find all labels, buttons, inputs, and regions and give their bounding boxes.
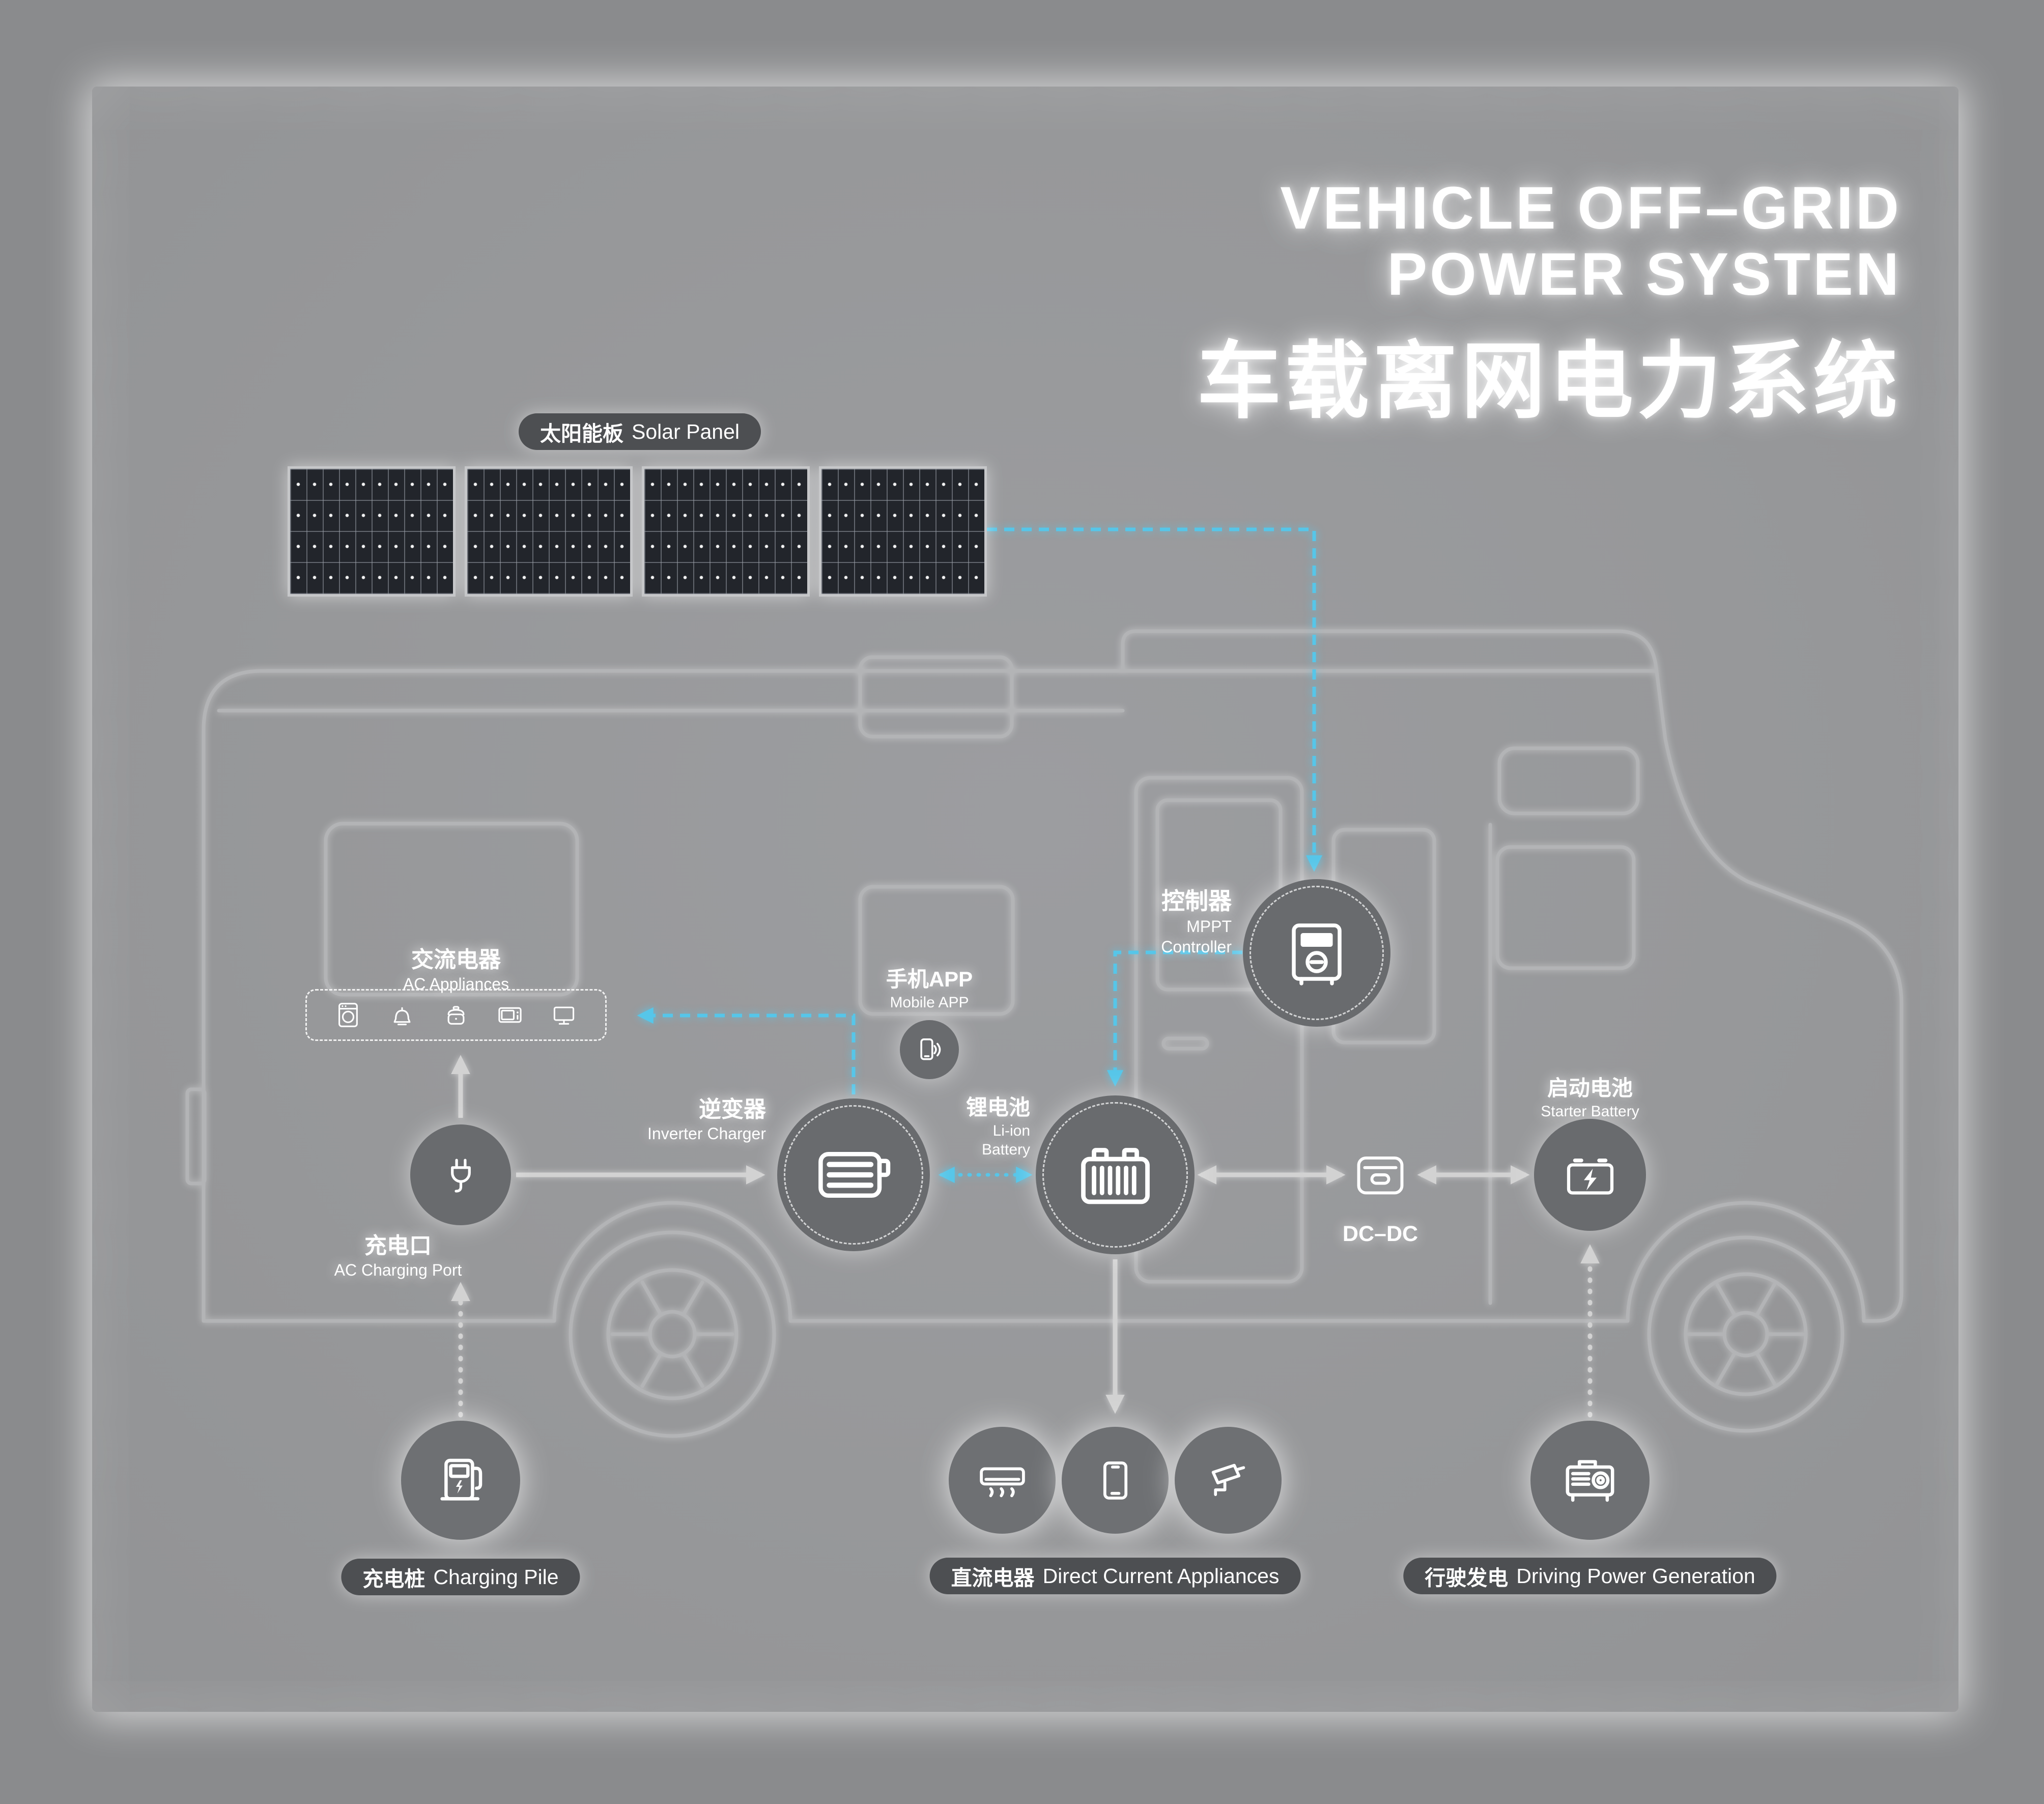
title-line-3: 车载离网电力系统 [1197, 334, 1901, 428]
charge-controller-icon [1292, 923, 1342, 985]
generator-icon [1566, 1460, 1614, 1502]
dc-dc-label: DC–DC [1342, 1222, 1418, 1246]
air-conditioner-icon [979, 1467, 1025, 1497]
inverter-label: 逆变器 Inverter Charger [647, 1097, 766, 1143]
solar-panel [465, 466, 633, 597]
mobile-app-node [900, 1020, 959, 1079]
ac-appliances-label: 交流电器 AC Appliances [403, 947, 509, 993]
charging-pile-label: 充电桩 Charging Pile [341, 1559, 580, 1595]
inverter-icon [818, 1151, 891, 1198]
rv-window-left [324, 822, 579, 997]
starter-battery-label: 启动电池 Starter Battery [1541, 1076, 1639, 1120]
microwave-icon [498, 1007, 522, 1023]
solar-panel-label-en: Solar Panel [632, 419, 740, 443]
rv-rear-step [185, 1087, 207, 1186]
solar-panel [288, 466, 456, 597]
solar-panel [819, 466, 987, 597]
driving-generation-node [1530, 1421, 1650, 1540]
rear-wheel-rim [606, 1268, 739, 1400]
rv-cab-upper-window [1497, 746, 1640, 815]
rice-cooker-icon [447, 1006, 465, 1025]
page-title: VEHICLE OFF–GRID POWER SYSTEN 车载离网电力系统 [1197, 175, 1901, 435]
dc-appliances-label: 直流电器 Direct Current Appliances [929, 1558, 1301, 1594]
rv-roof-vent [858, 655, 1014, 739]
charging-port-label: 充电口 AC Charging Port [334, 1233, 462, 1279]
solar-panel-label-zh: 太阳能板 [540, 422, 624, 445]
charging-pile-icon [440, 1458, 482, 1501]
front-wheel-tire [1647, 1235, 1844, 1433]
mppt-label: 控制器 MPPT Controller [1161, 888, 1232, 956]
rv-window-mid [858, 885, 1015, 1016]
wire-inverter-to-ac-appliances [637, 1007, 856, 1094]
power-plug-icon [450, 1158, 471, 1193]
charging-pile-node [401, 1421, 520, 1540]
front-wheel-rim [1684, 1272, 1808, 1396]
wire-solar-to-mppt [987, 527, 1323, 872]
solar-panel-label: 太阳能板 Solar Panel [519, 413, 761, 450]
washing-machine-icon [338, 1003, 358, 1027]
rv-body [202, 629, 1904, 1323]
title-line-1: VEHICLE OFF–GRID [1280, 175, 1901, 242]
starter-battery-node [1534, 1119, 1646, 1231]
dc-dc-converter-icon [1357, 1157, 1404, 1195]
driving-generation-label: 行驶发电 Driving Power Generation [1403, 1558, 1777, 1594]
kettle-icon [393, 1007, 411, 1026]
rv-door-handle [1161, 1036, 1209, 1051]
front-wheel-spokes [1687, 1283, 1805, 1386]
dc-appliance-camera-node [1175, 1427, 1282, 1534]
mppt-controller-node [1243, 879, 1390, 1027]
rear-wheel-tire [569, 1230, 776, 1438]
rv-cab-window [1495, 845, 1636, 970]
smartphone-icon [1103, 1461, 1127, 1500]
dc-appliance-aircon-node [949, 1427, 1056, 1534]
solar-panel-array [288, 466, 987, 597]
monitor-icon [553, 1006, 575, 1025]
li-ion-battery-icon [1081, 1147, 1150, 1204]
rv-door [1134, 776, 1304, 1284]
cctv-camera-icon [1211, 1463, 1245, 1496]
dc-appliance-phone-node [1062, 1427, 1169, 1534]
li-battery-node [1036, 1095, 1195, 1254]
wire-mppt-to-battery [1106, 950, 1242, 1087]
solar-panel [642, 466, 810, 597]
inverter-node [777, 1098, 930, 1251]
rear-wheel-spokes [610, 1280, 734, 1388]
title-line-2: POWER SYSTEN [1387, 240, 1901, 308]
mobile-app-label: 手机APP Mobile APP [886, 967, 973, 1011]
smartphone-waves-icon [920, 1038, 941, 1060]
charging-port-node [410, 1124, 511, 1225]
ac-appliances-box [305, 989, 607, 1041]
car-battery-icon [1567, 1158, 1613, 1195]
li-battery-label: 锂电池 Li-ion Battery [966, 1095, 1030, 1158]
